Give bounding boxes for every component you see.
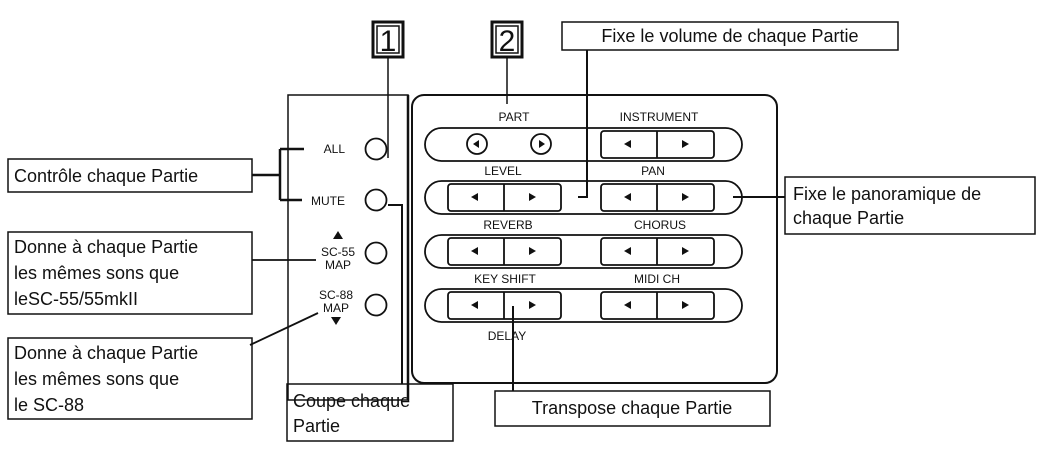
- mute-button[interactable]: MUTE: [311, 188, 388, 212]
- pan-buttons[interactable]: [600, 183, 715, 212]
- arrow-left-icon: [473, 140, 479, 148]
- key-shift-label: KEY SHIFT: [474, 272, 536, 286]
- annotation-controle: Contrôle chaque Partie: [14, 166, 198, 186]
- arrow-left-icon: [624, 140, 631, 148]
- leader-volume: [578, 50, 588, 198]
- arrow-left-icon: [624, 301, 631, 309]
- annotation-panoramique-box: [784, 176, 1036, 235]
- sc55-label-1: SC-55: [321, 245, 355, 259]
- annotation-volume: Fixe le volume de chaque Partie: [601, 26, 858, 46]
- sc88-map-button[interactable]: SC-88 MAP: [319, 288, 388, 325]
- annotation-sc55-3: leSC-55/55mkII: [14, 289, 138, 309]
- arrow-left-icon: [471, 247, 478, 255]
- instrument-label: INSTRUMENT: [620, 110, 699, 124]
- mute-label: MUTE: [311, 194, 345, 208]
- level-label: LEVEL: [484, 164, 522, 178]
- arrow-right-icon: [529, 193, 536, 201]
- right-panel-frame: [411, 94, 778, 384]
- marker-2-label: 2: [499, 25, 516, 58]
- part-label: PART: [499, 110, 531, 124]
- arrow-left-icon: [624, 247, 631, 255]
- annotation-panoramique-1: Fixe le panoramique de: [793, 184, 981, 204]
- pan-label: PAN: [641, 164, 665, 178]
- part-left-button[interactable]: [466, 133, 488, 155]
- annotation-transpose-box: [494, 390, 771, 427]
- annotation-sc88-1: Donne à chaque Partie: [14, 343, 198, 363]
- annotation-coupe-box: [286, 383, 454, 442]
- arrow-right-icon: [529, 301, 536, 309]
- part-right-button[interactable]: [530, 133, 552, 155]
- arrow-down-icon: [331, 317, 341, 325]
- arrow-left-icon: [624, 193, 631, 201]
- arrow-right-icon: [682, 140, 689, 148]
- arrow-right-icon: [539, 140, 545, 148]
- row-reverb-chorus: [424, 234, 743, 269]
- all-button[interactable]: ALL: [324, 137, 388, 161]
- annotation-sc55-1: Donne à chaque Partie: [14, 237, 198, 257]
- row-keyshift-midich: [424, 288, 743, 323]
- arrow-right-icon: [682, 301, 689, 309]
- leader-sc88: [249, 312, 319, 346]
- chorus-label: CHORUS: [634, 218, 686, 232]
- marker-1: 1: [371, 20, 405, 59]
- arrow-up-icon: [333, 231, 343, 239]
- annotation-panoramique-2: chaque Partie: [793, 208, 904, 228]
- sc88-label-1: SC-88: [319, 288, 353, 302]
- midi-ch-label: MIDI CH: [634, 272, 680, 286]
- arrow-right-icon: [529, 247, 536, 255]
- key-shift-buttons[interactable]: [447, 291, 562, 320]
- level-buttons[interactable]: [447, 183, 562, 212]
- annotation-coupe-2: Partie: [293, 416, 340, 436]
- annotation-coupe-1: Coupe chaque: [293, 391, 410, 411]
- annotation-sc88-2: les mêmes sons que: [14, 369, 179, 389]
- annotation-volume-box: [561, 21, 899, 51]
- sc88-label-2: MAP: [323, 301, 349, 315]
- instrument-buttons[interactable]: [600, 130, 715, 159]
- arrow-right-icon: [682, 193, 689, 201]
- marker-1-label: 1: [380, 25, 397, 58]
- annotation-sc88-box: [7, 337, 253, 420]
- chorus-buttons[interactable]: [600, 237, 715, 266]
- arrow-left-icon: [471, 301, 478, 309]
- all-label: ALL: [324, 142, 346, 156]
- arrow-left-icon: [471, 193, 478, 201]
- annotation-sc88-3: le SC-88: [14, 395, 84, 415]
- reverb-buttons[interactable]: [447, 237, 562, 266]
- sc55-map-button[interactable]: SC-55 MAP: [321, 231, 388, 272]
- annotation-sc55-2: les mêmes sons que: [14, 263, 179, 283]
- row-part-instrument: [424, 127, 743, 162]
- arrow-right-icon: [682, 247, 689, 255]
- annotation-sc55-box: [7, 231, 253, 315]
- annotation-transpose: Transpose chaque Partie: [532, 398, 732, 418]
- sc55-label-2: MAP: [325, 258, 351, 272]
- delay-label: DELAY: [488, 329, 526, 343]
- reverb-label: REVERB: [483, 218, 532, 232]
- leader-coupe: [388, 204, 403, 384]
- midi-ch-buttons[interactable]: [600, 291, 715, 320]
- marker-2: 2: [490, 20, 524, 59]
